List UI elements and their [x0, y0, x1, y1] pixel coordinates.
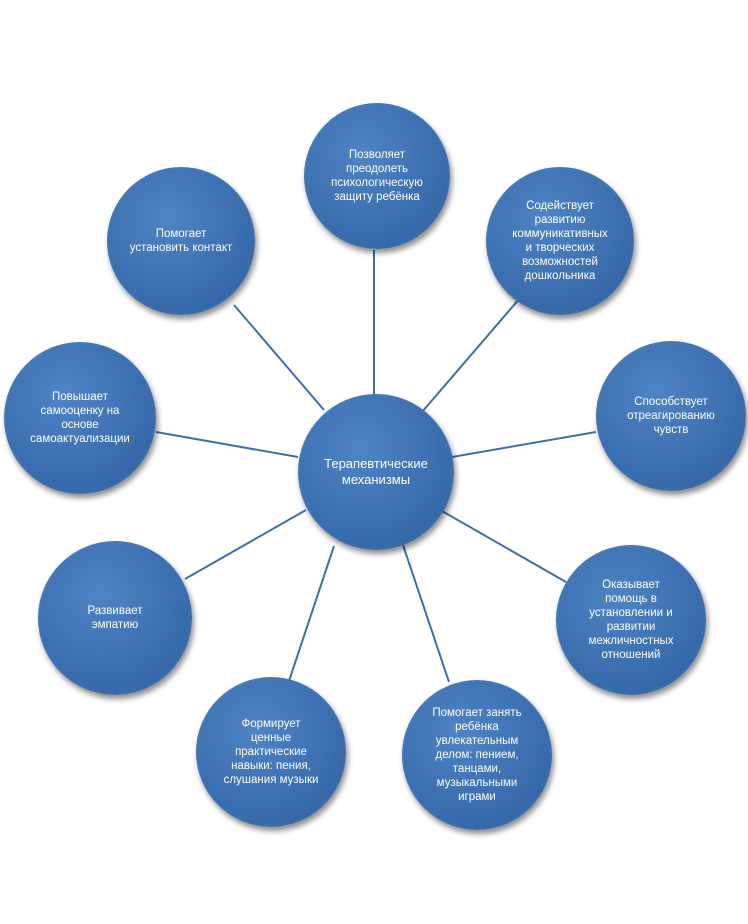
node-psychological-defense: Позволяет преодолеть психологическую защ… — [304, 103, 450, 249]
center-label: Терапевтические механизмы — [324, 456, 428, 487]
node-label: Оказывает помощь в установлении и развит… — [588, 579, 674, 661]
connector-line — [287, 545, 335, 685]
node-label: Развивает эмпатию — [87, 605, 143, 631]
connector-line — [155, 431, 299, 458]
connector-line — [441, 510, 567, 583]
node-label: Помогает установить контакт — [129, 228, 233, 254]
node-empathy: Развивает эмпатию — [38, 541, 192, 695]
node-engaging-activity: Помогает занять ребёнка увлекательным де… — [402, 680, 552, 830]
connector-line — [451, 431, 597, 458]
connector-line — [421, 297, 521, 413]
node-label: Позволяет преодолеть психологическую защ… — [331, 149, 423, 203]
node-interpersonal-relations: Оказывает помощь в установлении и развит… — [556, 545, 706, 695]
node-label: Помогает занять ребёнка увлекательным де… — [432, 707, 522, 803]
node-feelings-release: Способствует отреагированию чувств — [596, 341, 746, 491]
node-label: Формирует ценные практические навыки: пе… — [223, 718, 319, 786]
node-label: Способствует отреагированию чувств — [627, 396, 715, 436]
connector-line — [402, 544, 450, 683]
node-label: Повышает самооценку на основе самоактуал… — [30, 391, 130, 445]
connector-line — [184, 509, 307, 580]
connector-line — [233, 304, 325, 411]
node-establish-contact: Помогает установить контакт — [107, 167, 255, 315]
node-label: Содействует развитию коммуникативных и т… — [512, 200, 608, 282]
node-communication-development: Содействует развитию коммуникативных и т… — [486, 167, 634, 315]
center-node: Терапевтические механизмы — [298, 394, 454, 550]
node-self-esteem: Повышает самооценку на основе самоактуал… — [4, 342, 156, 494]
node-practical-skills: Формирует ценные практические навыки: пе… — [196, 677, 346, 827]
